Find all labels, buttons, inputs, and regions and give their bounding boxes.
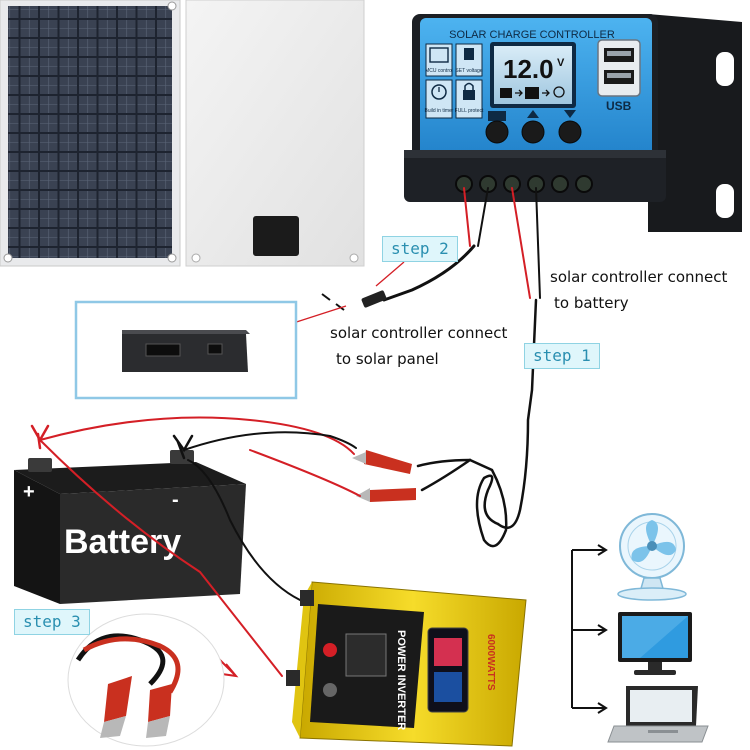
controller-icon-tiles: MCU control SET voltage Build in timer F… xyxy=(425,43,484,119)
up-button[interactable] xyxy=(521,120,545,144)
battery-cables xyxy=(30,416,361,677)
laptop-icon xyxy=(607,686,709,743)
step-2-label: step 2 xyxy=(382,236,458,262)
junction-box xyxy=(253,216,299,256)
inverter-clamps-set xyxy=(67,613,225,747)
battery-plus: + xyxy=(23,481,35,503)
battery-connect-line2: to battery xyxy=(554,294,629,312)
panel-connect-line2: to solar panel xyxy=(336,350,439,368)
icon-label-mcu: MCU control xyxy=(425,68,453,74)
down-button[interactable] xyxy=(558,120,582,144)
inverter-rating: 6000WATTS xyxy=(485,634,496,691)
step-3-label: step 3 xyxy=(14,609,90,635)
inverter-brand: POWER INVERTER xyxy=(395,630,407,730)
lcd-voltage-unit: V xyxy=(557,57,565,69)
icon-label-protect: FULL protect xyxy=(455,108,484,114)
battery: + - Battery xyxy=(14,450,246,604)
solar-panel-front xyxy=(0,0,181,267)
step-1-label: step 1 xyxy=(524,343,600,369)
lcd-voltage: 12.0 xyxy=(503,54,554,84)
power-inverter: POWER INVERTER 6000WATTS xyxy=(286,581,527,747)
battery-connect-line1: solar controller connect xyxy=(550,268,728,286)
solar-charge-controller: SOLAR CHARGE CONTROLLER MCU control SET … xyxy=(404,14,742,232)
icon-label-set: SET voltage xyxy=(455,68,482,74)
battery-clamps xyxy=(352,450,416,502)
usb-label: USB xyxy=(606,99,632,113)
lcd-flow-icons xyxy=(500,86,565,99)
device-tree-lines xyxy=(571,544,608,714)
battery-indicator-icon xyxy=(488,111,506,121)
solar-panel-back xyxy=(185,0,365,267)
controller-title: SOLAR CHARGE CONTROLLER xyxy=(449,29,615,41)
plug-gap-marks xyxy=(321,293,345,311)
controller-cables xyxy=(361,187,541,548)
panel-connect-line1: solar controller connect xyxy=(330,324,508,342)
desk-fan-icon xyxy=(617,513,687,601)
inset-junction-box xyxy=(74,300,298,400)
icon-label-timer: Build in timer xyxy=(425,108,454,114)
monitor-icon xyxy=(618,612,692,675)
battery-label: Battery xyxy=(64,523,181,561)
battery-minus: - xyxy=(172,489,179,511)
menu-button[interactable] xyxy=(485,120,509,144)
